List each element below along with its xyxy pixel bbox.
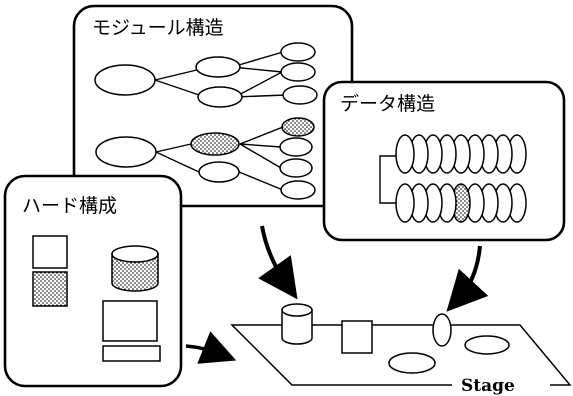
data-structure-panel: データ構造 <box>322 80 566 242</box>
module-node <box>280 180 316 200</box>
module-tree-bottom <box>95 117 316 200</box>
module-structure-panel: モジュール構造 <box>72 4 354 208</box>
disk-drive-icon <box>111 245 159 292</box>
keyboard-box <box>102 345 161 362</box>
module-node <box>279 137 313 157</box>
module-node <box>280 62 316 82</box>
record-chain-bottom <box>395 183 527 223</box>
module-node <box>94 64 156 96</box>
module-node <box>198 161 240 183</box>
module-node <box>95 136 157 168</box>
data-link-bracket <box>379 155 400 204</box>
arrow-data-to-stage <box>446 245 489 312</box>
device-box-highlighted <box>32 271 68 307</box>
stage-oval <box>388 352 436 374</box>
module-tree-top <box>94 42 318 108</box>
module-node <box>282 85 318 105</box>
module-node <box>197 86 243 108</box>
hardware-panel-title: ハード構成 <box>22 195 117 217</box>
monitor-box <box>102 300 158 342</box>
data-panel-title: データ構造 <box>340 93 435 115</box>
arrow-hardware-to-stage <box>185 331 237 364</box>
module-node-highlighted <box>281 117 315 137</box>
module-node-highlighted <box>190 132 240 156</box>
stage-oval <box>464 335 510 355</box>
record-chain-top <box>395 134 527 174</box>
module-node <box>195 56 241 78</box>
stage-label: Stage <box>461 376 515 396</box>
device-box <box>32 235 68 269</box>
module-panel-title: モジュール構造 <box>92 17 224 39</box>
arrow-module-to-stage <box>258 225 298 300</box>
stage-disk <box>281 303 313 345</box>
hardware-panel: ハード構成 <box>3 174 183 388</box>
stage: Stage <box>230 303 572 396</box>
module-node <box>279 158 313 178</box>
stage-label-backdrop <box>452 374 550 394</box>
module-node <box>280 42 316 62</box>
stage-box <box>341 320 373 354</box>
stage-record <box>432 313 452 347</box>
